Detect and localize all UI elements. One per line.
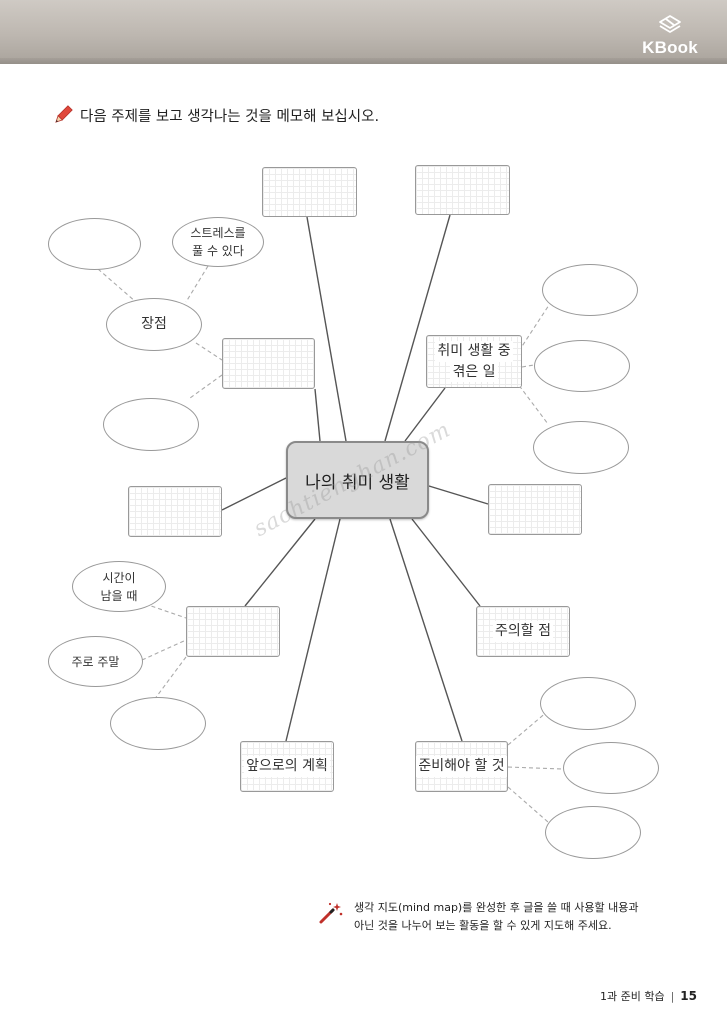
oval-blank-right-top: [542, 264, 638, 316]
box-experience: 취미 생활 중 겪은 일: [426, 335, 522, 388]
oval-blank-right-low: [533, 421, 629, 474]
book-logo-icon: [659, 15, 681, 33]
brand-name: KBook: [642, 38, 698, 57]
box-future-plan: 앞으로의 계획: [240, 741, 334, 792]
oval-blank-left: [103, 398, 199, 451]
center-topic: 나의 취미 생활: [286, 441, 429, 519]
brand-logo: KBook: [635, 14, 705, 62]
box-top-right: [415, 165, 510, 215]
chapter-label: 1과 준비 학습: [599, 990, 665, 1003]
footer-separator: |: [670, 989, 675, 1003]
oval-blank-bottom-left: [110, 697, 206, 750]
box-caution: 주의할 점: [476, 606, 570, 657]
teacher-note: 생각 지도(mind map)를 완성한 후 글을 쓸 때 사용할 내용과 아닌…: [318, 899, 639, 935]
box-preparation: 준비해야 할 것: [415, 741, 508, 792]
note-line1: 생각 지도(mind map)를 완성한 후 글을 쓸 때 사용할 내용과: [354, 901, 639, 914]
oval-blank-top-left: [48, 218, 141, 270]
oval-when-line2: 남을 때: [100, 588, 138, 603]
header-band: KBook: [0, 0, 727, 64]
box-top-left: [262, 167, 357, 217]
box-merits-hub: [222, 338, 315, 389]
oval-when-line1: 시간이: [102, 570, 136, 585]
oval-weekend: 주로 주말: [48, 636, 143, 687]
oval-merits: 장점: [106, 298, 202, 351]
oval-stress-line2: 풀 수 있다: [192, 244, 244, 258]
page-number: 15: [680, 989, 697, 1003]
oval-blank-right-mid: [534, 340, 630, 392]
box-right: [488, 484, 582, 535]
instruction-text: 다음 주제를 보고 생각나는 것을 메모해 보십시오.: [80, 108, 380, 125]
box-time-hub: [186, 606, 280, 657]
box-experience-line1: 취미 생활 중: [435, 341, 513, 362]
pencil-icon: [55, 105, 73, 123]
box-experience-line2: 겪은 일: [450, 361, 498, 382]
oval-stress: 스트레스를 풀 수 있다: [172, 217, 264, 267]
oval-stress-line1: 스트레스를: [190, 226, 246, 240]
instruction: 다음 주제를 보고 생각나는 것을 메모해 보십시오.: [52, 104, 379, 126]
oval-when: 시간이 남을 때: [72, 561, 166, 612]
oval-blank-bottom-right-low: [545, 806, 641, 859]
oval-blank-bottom-right-top: [540, 677, 636, 730]
note-line2: 아닌 것을 나누어 보는 활동을 할 수 있게 지도해 주세요.: [354, 919, 612, 933]
oval-blank-bottom-right-mid: [563, 742, 659, 794]
page-footer: 1과 준비 학습 | 15: [600, 988, 697, 1004]
box-left: [128, 486, 222, 537]
magic-wand-icon: [319, 902, 343, 924]
